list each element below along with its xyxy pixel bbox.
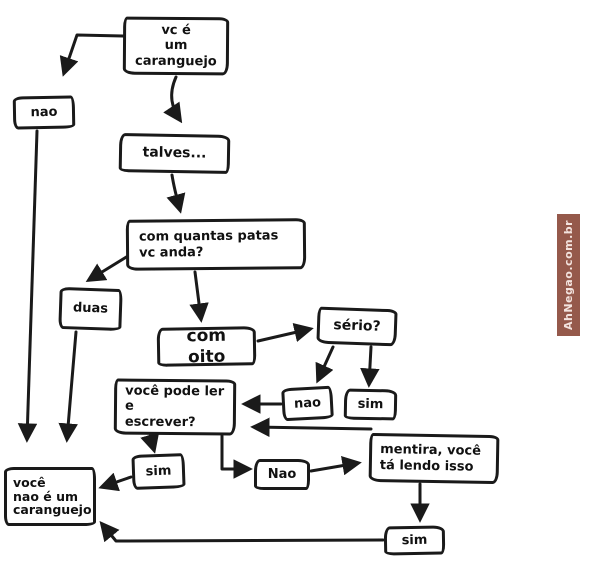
edge-ler-simlower [140, 432, 160, 454]
node-sim-lower: sim [131, 453, 186, 490]
node-sim-bottom: sim [383, 525, 446, 556]
node-mentira: mentira, você tá lendo isso [368, 432, 500, 485]
node-duas: duas [58, 286, 123, 332]
node-nao-top: nao [12, 95, 76, 130]
edge-simlower-notcrab [98, 472, 133, 492]
edge-ler-naolower [220, 434, 253, 479]
node-not-crab: você nao é um caranguejo [4, 467, 96, 526]
edge-nao-notcrab [17, 129, 39, 443]
node-serio: sério? [316, 306, 398, 347]
edge-start-talves [163, 75, 183, 124]
node-ler-escrever: você pode ler e escrever? [113, 378, 237, 436]
node-com-oito: com oito [156, 326, 257, 367]
edge-talves-patas [166, 173, 186, 214]
edge-serio-simmid [360, 345, 380, 388]
edge-naolower-mentira [309, 456, 362, 476]
node-nao-mid: nao [281, 385, 334, 422]
node-start: vc é um caranguejo [122, 16, 230, 76]
edge-simmid-ler [250, 417, 373, 438]
node-sim-mid: sim [343, 388, 398, 421]
edge-simbottom-notcrab [99, 520, 385, 543]
edge-patas-duas [85, 254, 130, 283]
edge-serio-naomid [315, 345, 335, 384]
edge-comoito-serio [256, 323, 314, 343]
node-talves: talves... [118, 133, 231, 174]
watermark: AhNegao.com.br [557, 214, 580, 336]
node-quantas-patas: com quantas patas vc anda? [125, 218, 307, 271]
edge-duas-notcrab [58, 330, 78, 443]
edge-patas-comoito [189, 270, 209, 323]
edge-start-nao [59, 33, 125, 77]
node-nao-lower: Nao [254, 459, 310, 490]
